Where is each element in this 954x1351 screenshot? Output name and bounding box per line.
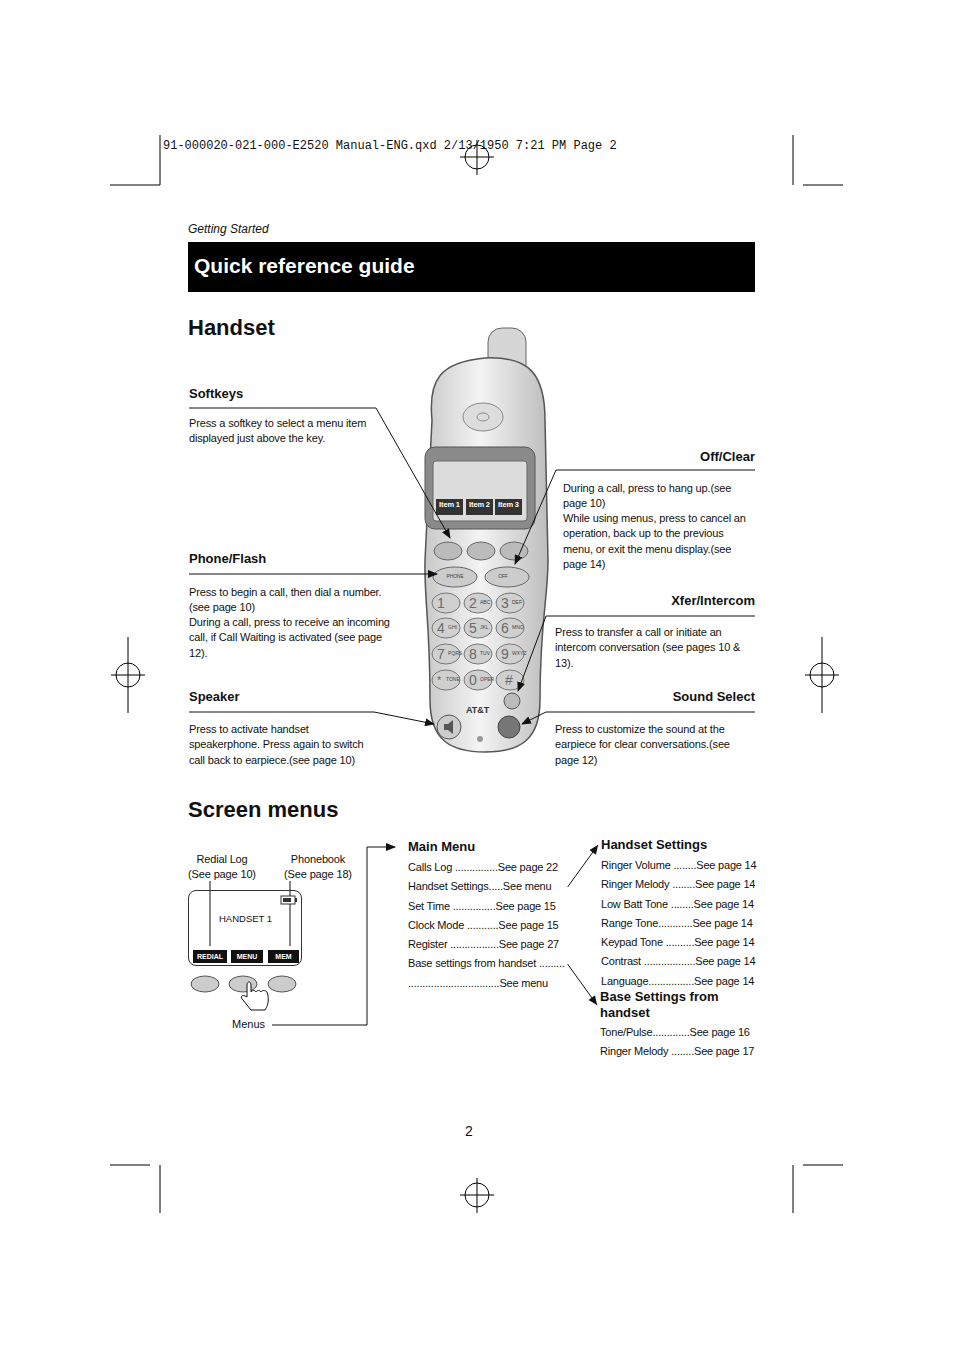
key-digit: # bbox=[505, 671, 513, 689]
screen-buttons bbox=[191, 896, 297, 1010]
page-title: Quick reference guide bbox=[194, 252, 415, 280]
menu-list: Base Settings from handsetTone/Pulse....… bbox=[600, 989, 754, 1060]
handset-drawing bbox=[425, 328, 548, 752]
key-letters: TUV bbox=[480, 651, 490, 657]
section-heading: Handset bbox=[188, 313, 275, 342]
callout-text: Press to transfer a call or initiate an … bbox=[555, 625, 760, 671]
menu-entry: Ringer Melody ........See page 17 bbox=[600, 1042, 754, 1061]
softkey-caption: Redial Log (See page 10) bbox=[188, 852, 256, 883]
key-label: OFF bbox=[493, 574, 513, 580]
key-letters: ABC bbox=[480, 600, 490, 606]
key-letters: GHI bbox=[448, 625, 457, 631]
key-letters: PQRS bbox=[448, 651, 462, 657]
menu-entry: Range Tone............See page 14 bbox=[601, 914, 756, 933]
menu-entry: Base settings from handset ......... bbox=[408, 954, 565, 973]
key-digit: 2 bbox=[469, 594, 477, 612]
callout-text: Press to begin a call, then dial a numbe… bbox=[189, 585, 389, 616]
key-digit: 4 bbox=[437, 619, 445, 637]
print-slug: 91-000020-021-000-E2520 Manual-ENG.qxd 2… bbox=[163, 139, 617, 155]
key-digit: 6 bbox=[501, 619, 509, 637]
lcd-screen: HANDSET 1 REDIAL MENU MEM bbox=[188, 890, 302, 966]
callout-heading: Sound Select bbox=[555, 688, 755, 705]
callout-text: During a call, press to receive an incom… bbox=[189, 615, 394, 661]
callout-heading: Off/Clear bbox=[555, 448, 755, 465]
menu-heading: Base Settings from handset bbox=[600, 989, 750, 1021]
key-digit: 0 bbox=[469, 671, 477, 689]
menu-entry: Register .................See page 27 bbox=[408, 935, 565, 954]
callout-heading: Softkeys bbox=[189, 385, 243, 402]
softkey-caption: Phonebook (See page 18) bbox=[280, 852, 356, 883]
callout-text: While using menus, press to cancel an op… bbox=[563, 511, 755, 572]
menu-heading: Main Menu bbox=[408, 838, 565, 856]
callout-text: During a call, press to hang up.(see pag… bbox=[563, 481, 755, 512]
menu-list: Handset SettingsRinger Volume ........Se… bbox=[601, 836, 756, 991]
key-digit: 8 bbox=[469, 645, 477, 663]
callout-heading: Xfer/Intercom bbox=[555, 592, 755, 609]
crop-marks bbox=[110, 135, 843, 1213]
menu-entry: Contrast ..................See page 14 bbox=[601, 952, 756, 971]
node-text: MEM bbox=[270, 950, 297, 963]
menu-heading: Handset Settings bbox=[601, 836, 756, 854]
section-heading: Screen menus bbox=[188, 795, 338, 824]
key-digit: 5 bbox=[469, 619, 477, 637]
softkey-label: MENU bbox=[231, 950, 263, 963]
menu-entry: Calls Log ...............See page 22 bbox=[408, 858, 565, 877]
menu-entry: Low Batt Tone ........See page 14 bbox=[601, 895, 756, 914]
menu-entry: Set Time ...............See page 15 bbox=[408, 897, 565, 916]
key-letters: MNO bbox=[512, 625, 524, 631]
callout-text: Press to activate handset speakerphone. … bbox=[189, 722, 374, 768]
callout-text: Press to customize the sound at the earp… bbox=[555, 722, 750, 768]
callout-text: Press a softkey to select a menu item di… bbox=[189, 416, 379, 447]
key-digit: 9 bbox=[501, 645, 509, 663]
key-letters: JKL bbox=[480, 625, 489, 631]
key-digit: * bbox=[437, 673, 441, 688]
key-letters: OPER bbox=[480, 677, 494, 683]
menu-list: Main MenuCalls Log ...............See pa… bbox=[408, 838, 565, 993]
menu-arrow bbox=[568, 845, 598, 887]
section-name: Getting Started bbox=[188, 222, 269, 238]
key-letters: DEF bbox=[512, 600, 522, 606]
node-text: REDIAL bbox=[195, 950, 225, 963]
key-digit: 3 bbox=[501, 594, 509, 612]
key-label: PHONE bbox=[440, 574, 470, 580]
key-digit: 1 bbox=[437, 594, 445, 612]
softkey-label: MEM bbox=[268, 950, 299, 963]
menu-entry: Ringer Melody ........See page 14 bbox=[601, 875, 756, 894]
screen-item: Item 2 bbox=[467, 501, 492, 509]
button-caption: Menus bbox=[232, 1017, 265, 1032]
node-text: HANDSET 1 bbox=[219, 913, 272, 925]
key-letters: TONE bbox=[446, 677, 460, 683]
node-text: MENU bbox=[233, 950, 261, 963]
menu-entry: ................................See menu bbox=[408, 974, 565, 993]
leader-lines bbox=[189, 408, 755, 1025]
title-band bbox=[188, 242, 755, 292]
key-digit: 7 bbox=[437, 645, 445, 663]
key-letters: WXYZ bbox=[512, 651, 526, 657]
menu-arrow bbox=[568, 964, 597, 1005]
menu-entry: Handset Settings.....See menu bbox=[408, 877, 565, 896]
softkey-label: REDIAL bbox=[193, 950, 227, 963]
callout-heading: Speaker bbox=[189, 688, 240, 705]
page-number: 2 bbox=[465, 1122, 473, 1140]
screen-item: Item 3 bbox=[496, 501, 521, 509]
screen-item: Item 1 bbox=[437, 501, 462, 509]
menu-entry: Tone/Pulse.............See page 16 bbox=[600, 1023, 754, 1042]
menu-entry: Clock Mode ...........See page 15 bbox=[408, 916, 565, 935]
menu-entry: Ringer Volume ........See page 14 bbox=[601, 856, 756, 875]
menu-entry: Keypad Tone ..........See page 14 bbox=[601, 933, 756, 952]
callout-heading: Phone/Flash bbox=[189, 550, 266, 567]
brand-logo: AT&T bbox=[466, 705, 489, 717]
menu-entry: Language................See page 14 bbox=[601, 972, 756, 991]
